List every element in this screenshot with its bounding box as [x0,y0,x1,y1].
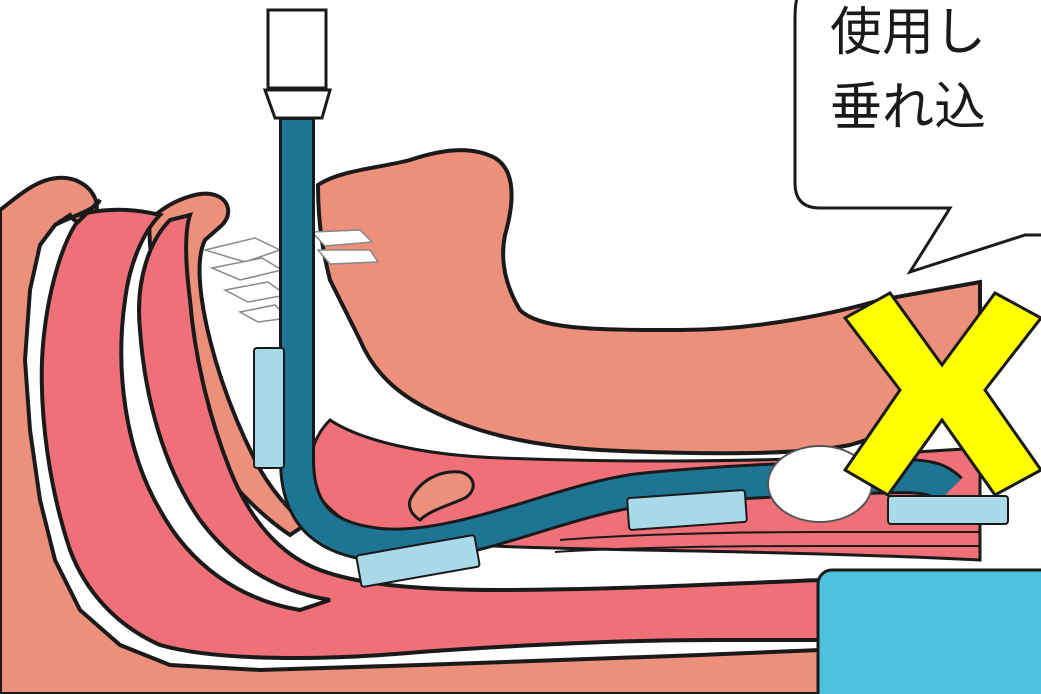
speech-line-2: 垂れ込 [830,78,986,138]
tape-3 [627,490,747,530]
speech-bubble: 使用し 垂れ込 [795,0,1041,272]
tape-1 [254,348,284,468]
pillow [818,570,1041,694]
tape-4 [888,496,1008,524]
speech-line-1: 使用し [830,3,986,63]
